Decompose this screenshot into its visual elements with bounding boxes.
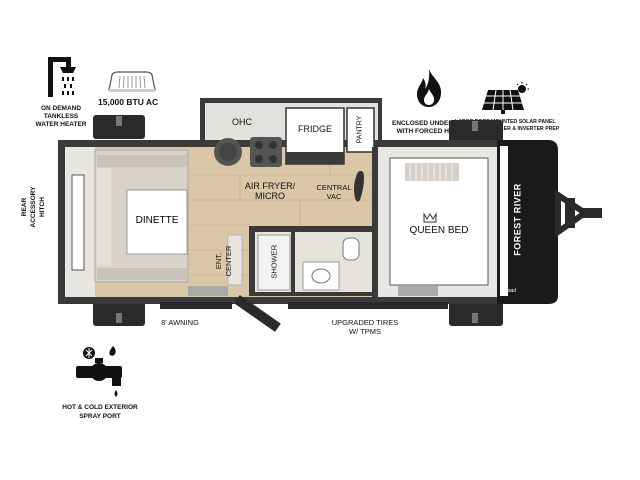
toilet bbox=[342, 237, 360, 261]
shower-icon bbox=[48, 57, 76, 97]
ent-center-label: ENT. CENTER bbox=[214, 241, 237, 281]
dinette-table bbox=[126, 189, 188, 255]
cooktop bbox=[250, 137, 282, 167]
entry-step bbox=[234, 295, 281, 332]
solar-panel-icon bbox=[482, 82, 529, 114]
air-fryer-line-2: MICRO bbox=[255, 191, 285, 201]
awning-bar-right bbox=[288, 302, 448, 309]
awning-bar bbox=[160, 302, 232, 309]
bed-pillow bbox=[405, 163, 459, 181]
brand-label: FOREST RIVER bbox=[512, 183, 523, 256]
spray-port-line-2: SPRAY PORT bbox=[79, 413, 121, 420]
underbelly-line-2: WITH FORCED HEAT bbox=[396, 128, 462, 135]
underbelly-line-1: ENCLOSED UNDERBELLY bbox=[392, 120, 474, 127]
ent-center-line-1: ENT. bbox=[214, 252, 223, 270]
shoe-print-icon bbox=[354, 170, 364, 202]
water-heater-line-1: ON DEMAND bbox=[40, 105, 82, 112]
shower-stall bbox=[257, 234, 291, 291]
awning-label: 8' AWNING bbox=[161, 318, 199, 327]
water-heater-line-2: TANKLESS bbox=[43, 113, 79, 120]
pantry-box bbox=[346, 107, 375, 153]
shower-label: SHOWER bbox=[269, 244, 279, 279]
brand-badge: Road bbox=[504, 288, 516, 294]
tires-line-2: W/ TPMS bbox=[349, 327, 381, 336]
rear-left-tire bbox=[93, 115, 145, 139]
ac-unit-icon bbox=[108, 71, 156, 92]
spray-port-line-1: HOT & COLD EXTERIOR bbox=[62, 404, 138, 411]
rear-hitch-line-1: REAR bbox=[21, 197, 28, 217]
air-fryer-line-1: AIR FRYER/ bbox=[244, 181, 296, 191]
ohc-label: OHC bbox=[232, 117, 252, 127]
rear-window bbox=[71, 174, 85, 271]
ac-label: 15,000 BTU AC bbox=[98, 97, 159, 107]
underbelly-feature: ENCLOSED UNDERBELLY WITH FORCED HEAT bbox=[392, 68, 474, 138]
tankless-water-heater-feature: ON DEMAND TANKLESS WATER HEATER bbox=[30, 55, 92, 135]
fridge-label: FRIDGE bbox=[297, 124, 332, 134]
rear-hitch-label: REAR ACCESSORY HITCH bbox=[21, 177, 55, 237]
ent-center-line-2: CENTER bbox=[224, 245, 233, 277]
rear-hitch-line-3: HITCH bbox=[39, 197, 46, 217]
ac-feature: 15,000 BTU AC bbox=[98, 70, 178, 110]
ent-center-cabinet bbox=[227, 234, 243, 286]
solar-line-1: LARGE ROOF MOUNTED SOLAR PANEL bbox=[455, 119, 556, 125]
rear-hitch-line-2: ACCESSORY bbox=[30, 186, 37, 228]
solar-feature: LARGE ROOF MOUNTED SOLAR PANEL 30 AMP CO… bbox=[455, 82, 560, 138]
water-heater-line-3: WATER HEATER bbox=[35, 121, 87, 128]
pantry-label: PANTRY bbox=[356, 115, 364, 144]
central-vac-line-1: CENTRAL bbox=[316, 183, 352, 192]
bed-crown-icon bbox=[423, 212, 437, 223]
bath-sink bbox=[311, 268, 331, 284]
flame-icon bbox=[417, 69, 442, 107]
central-vac-line-2: VAC bbox=[326, 192, 342, 201]
front-cap bbox=[497, 140, 558, 304]
solar-line-2: 30 AMP CONTROLLER & INVERTER PREP bbox=[455, 126, 560, 132]
spray-port-icon bbox=[76, 346, 122, 397]
queen-bed-label: QUEEN BED bbox=[409, 225, 469, 236]
tires-line-1: UPGRADED TIRES bbox=[331, 318, 399, 327]
dinette-label: DINETTE bbox=[135, 215, 179, 226]
